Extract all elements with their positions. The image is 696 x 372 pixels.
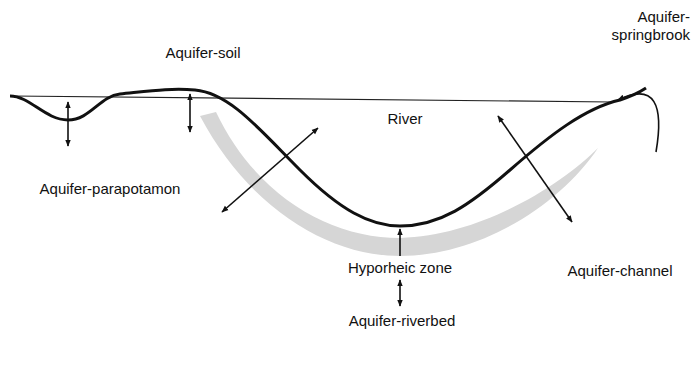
riverbed-arrow — [399, 280, 401, 306]
region-label: Aquifer- springbrook — [596, 8, 692, 44]
hyporheic-band — [200, 112, 598, 256]
parapotamon-arrow — [67, 102, 69, 146]
channel-arrow-right — [498, 116, 572, 222]
region-label: Aquifer-riverbed — [347, 312, 458, 330]
region-label: River — [385, 110, 424, 128]
region-label: Aquifer-channel — [565, 262, 674, 280]
ground-profile — [10, 88, 646, 226]
region-label: Hyporheic zone — [346, 259, 454, 277]
hyporheic-arrow — [399, 229, 401, 256]
region-label: Aquifer-soil — [163, 44, 242, 62]
channel-arrow-left — [222, 128, 318, 212]
soil-arrow — [189, 94, 191, 132]
region-label: Aquifer-parapotamon — [38, 180, 183, 198]
springbrook-arrow — [618, 94, 659, 152]
